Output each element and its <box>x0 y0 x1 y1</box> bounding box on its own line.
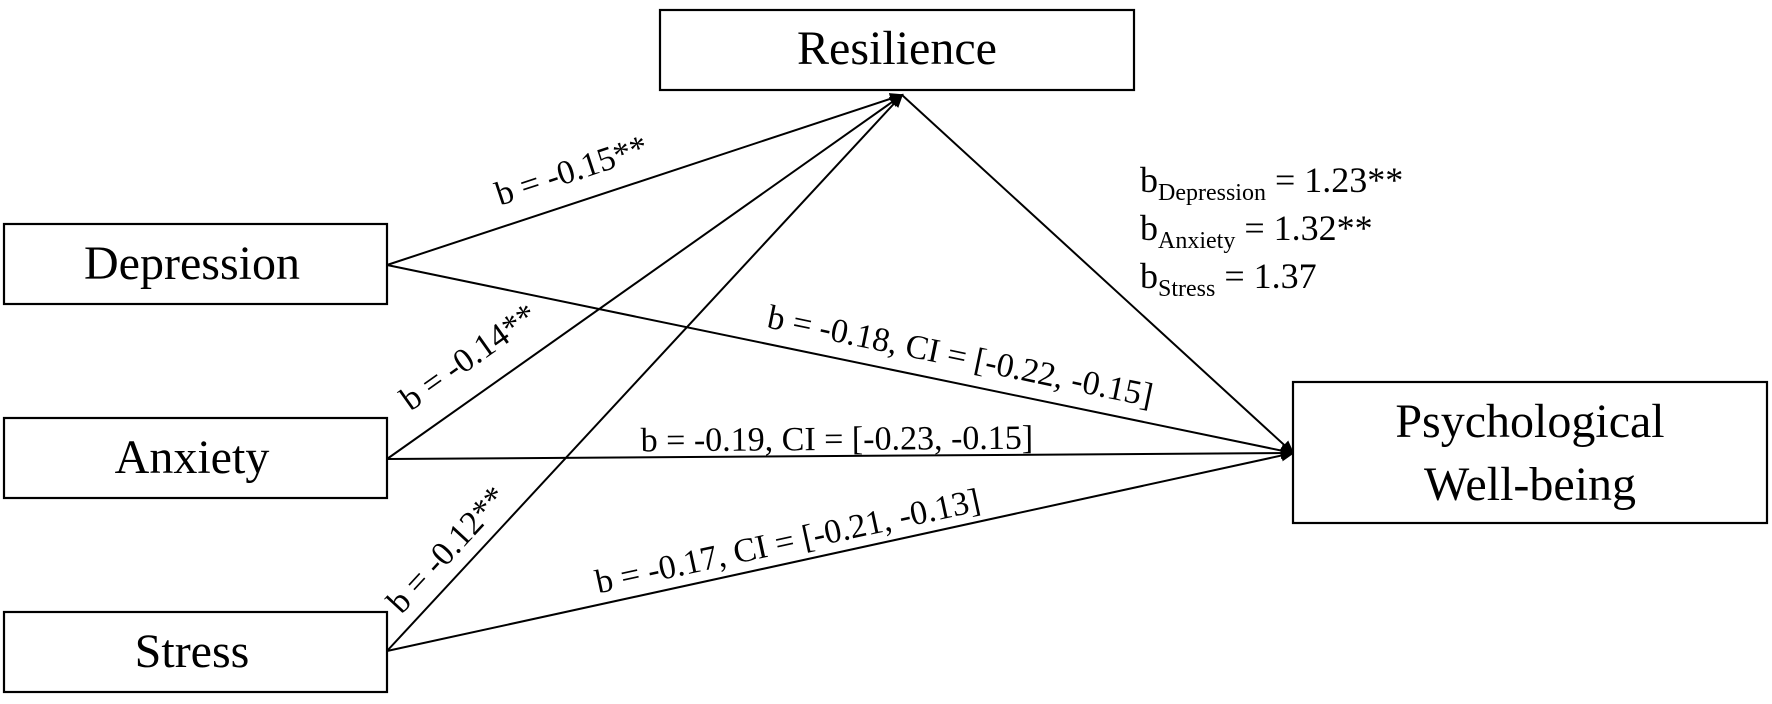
effect-stress-value: = 1.37 <box>1215 256 1316 296</box>
node-wellbeing-line2: Well-being <box>1424 458 1636 511</box>
effect-anxiety-value: = 1.32** <box>1235 208 1372 248</box>
node-wellbeing-line1: Psychological <box>1395 395 1664 448</box>
node-wellbeing: Psychological Well-being <box>1291 380 1769 525</box>
label-stress-resilience: b = -0.12** <box>380 479 514 620</box>
label-depression-resilience: b = -0.15** <box>491 129 653 214</box>
node-depression-label: Depression <box>84 237 300 290</box>
edge-anxiety-resilience <box>386 93 904 460</box>
effect-anxiety: bAnxiety = 1.32** <box>1140 208 1373 254</box>
edge-depression-resilience <box>386 93 904 266</box>
effect-stress: bStress = 1.37 <box>1140 256 1317 302</box>
effect-stress-symbol: b <box>1140 256 1158 296</box>
edge-stress-resilience <box>386 93 904 652</box>
edge-resilience-wellbeing <box>901 94 1295 455</box>
node-resilience: Resilience <box>658 8 1136 92</box>
edge-depression-wellbeing <box>386 264 1295 457</box>
effect-depression-symbol: b <box>1140 160 1158 200</box>
node-resilience-label: Resilience <box>797 22 997 75</box>
edge-stress-wellbeing <box>386 449 1295 652</box>
label-stress-wellbeing: b = -0.17, CI = [-0.21, -0.13] <box>592 482 983 601</box>
label-depression-wellbeing: b = -0.18, CI = [-0.22, -0.15] <box>764 299 1156 415</box>
node-depression: Depression <box>2 222 389 306</box>
label-anxiety-wellbeing: b = -0.19, CI = [-0.23, -0.15] <box>641 420 1034 460</box>
effect-depression: bDepression = 1.23** <box>1140 160 1403 206</box>
node-anxiety-label: Anxiety <box>115 431 270 484</box>
effect-depression-subscript: Depression <box>1158 180 1266 206</box>
node-stress: Stress <box>2 610 389 694</box>
effect-anxiety-subscript: Anxiety <box>1158 228 1235 254</box>
effect-anxiety-symbol: b <box>1140 208 1158 248</box>
effect-stress-subscript: Stress <box>1158 276 1215 302</box>
node-stress-label: Stress <box>135 625 250 678</box>
edge-anxiety-wellbeing <box>386 447 1295 460</box>
node-anxiety: Anxiety <box>2 416 389 500</box>
effect-depression-value: = 1.23** <box>1266 160 1403 200</box>
